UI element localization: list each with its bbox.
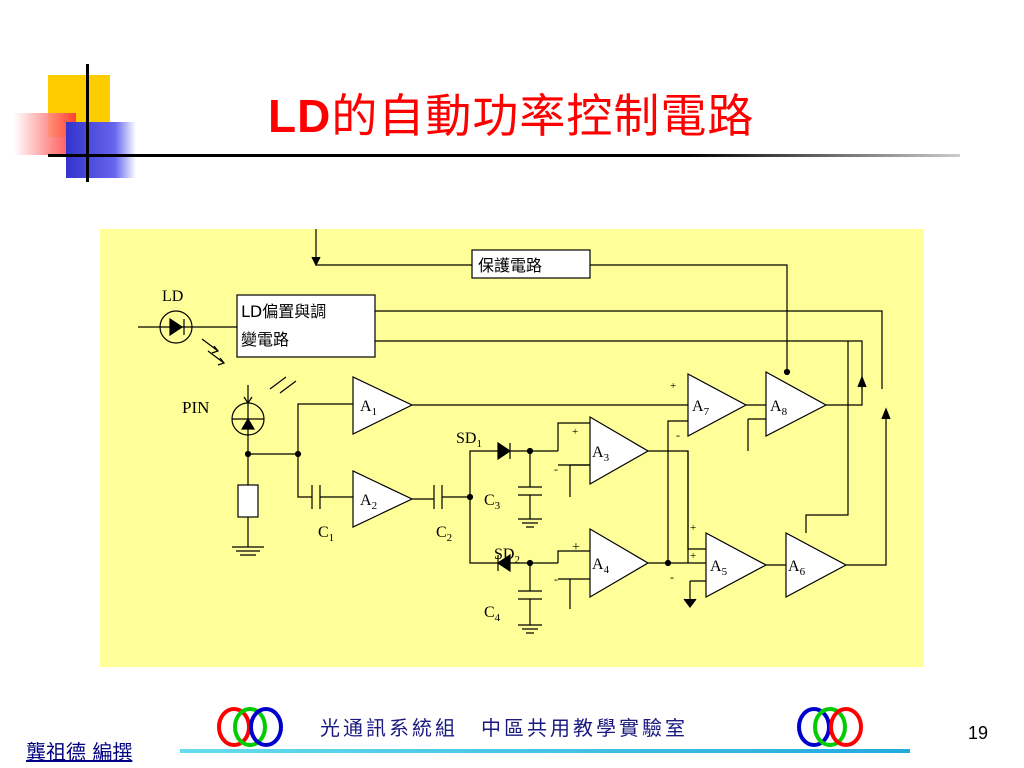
decor-vertical-line — [86, 64, 89, 182]
a8-label: A8 — [770, 398, 788, 418]
title-cjk: 的自動功率控制電路 — [331, 89, 755, 143]
slide-title: LD的自動功率控制電路 — [268, 80, 754, 146]
bias-label-line1: LD偏置與調 — [241, 302, 326, 321]
a2-label: A2 — [360, 492, 377, 512]
ld-bias-box — [236, 294, 376, 358]
footer-author: 龔祖德 編撰 — [26, 740, 133, 764]
title-latin: LD — [268, 90, 332, 142]
ld-label: LD — [162, 288, 183, 305]
footer-line — [180, 749, 910, 753]
a3-label: A3 — [592, 444, 610, 464]
c4-label: C4 — [484, 604, 501, 624]
decor-red-square — [14, 113, 76, 155]
pin-label: PIN — [182, 398, 209, 417]
bias-label-line2: 變電路 — [241, 330, 289, 349]
amp-a1 — [352, 376, 414, 435]
c3-label: C3 — [484, 492, 501, 512]
decor-horizontal-line — [48, 154, 960, 157]
amp-a8 — [765, 370, 828, 437]
amp-a5 — [705, 532, 768, 598]
amp-a6 — [785, 532, 848, 598]
a5-plus-top: + — [690, 522, 696, 534]
page-number: 19 — [968, 723, 989, 743]
a7-label: A7 — [692, 398, 710, 418]
sd2-label: SD2 — [494, 546, 520, 566]
sd1-label: SD1 — [456, 430, 482, 450]
protection-label: 保護電路 — [478, 256, 542, 275]
amp-a2 — [352, 470, 414, 528]
amp-a7 — [687, 372, 748, 438]
a6-label: A6 — [788, 558, 806, 578]
c2-label: C2 — [436, 524, 452, 544]
rings-logo-left — [217, 707, 283, 747]
protection-circuit-box — [471, 249, 591, 279]
footer-group-name: 光通訊系統組 中區共用教學實驗室 — [320, 716, 688, 740]
a1-label: A1 — [360, 398, 377, 418]
amp-a3 — [589, 415, 650, 486]
a4-plus: + — [572, 540, 580, 555]
a5-minus: - — [670, 570, 674, 584]
a4-label: A4 — [592, 556, 610, 576]
a5-label: A5 — [710, 558, 728, 578]
c1-label: C1 — [318, 524, 334, 544]
circuit-diagram: 保護電路 LD偏置與調 變電路 LD PIN A1 A2 A3 A4 A5 A6… — [100, 229, 924, 667]
a5-plus: + — [690, 550, 696, 562]
a3-minus: - — [554, 462, 558, 476]
amp-a4 — [589, 527, 650, 599]
diagram-panel — [100, 229, 924, 667]
a7-plus: + — [670, 380, 676, 392]
a3-plus: + — [572, 426, 578, 438]
a7-minus: - — [676, 428, 680, 442]
rings-logo-right — [797, 707, 863, 747]
a4-minus: - — [554, 572, 558, 586]
decor-blue-square — [66, 122, 136, 178]
